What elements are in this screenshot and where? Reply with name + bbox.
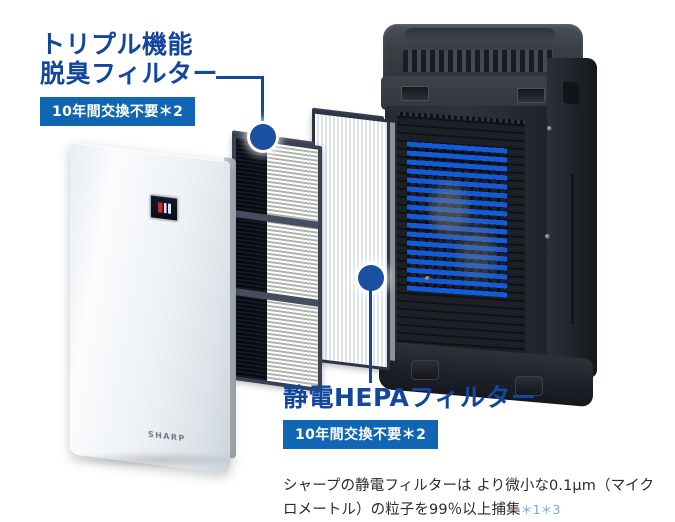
deodorizing-filter-mesh-layer xyxy=(267,142,318,388)
unit-screw xyxy=(547,126,552,131)
unit-top-handle xyxy=(405,28,555,42)
air-purifier-unit xyxy=(375,24,607,408)
unit-side-handle-slot xyxy=(563,80,579,106)
sharp-logo-badge xyxy=(150,194,178,222)
unit-screw xyxy=(425,276,430,281)
callout-title-hepa: 静電HEPAフィルター xyxy=(283,383,537,412)
unit-screw xyxy=(545,234,550,239)
callout-badge: 10年間交換不要＊2 xyxy=(40,97,196,126)
deodorizing-filter-carbon-layer xyxy=(236,138,268,381)
unit-top-vent-grille xyxy=(403,50,553,72)
callout-title-line2: 脱臭フィルター xyxy=(40,59,219,88)
unit-latch-left xyxy=(401,86,429,101)
callout-title-line1: トリプル機能 xyxy=(40,30,194,59)
description-footnote: ＊1＊3 xyxy=(520,502,561,517)
callout-marker-dot-deodorizing xyxy=(250,124,276,150)
unit-blue-honeycomb-core xyxy=(407,140,507,298)
deodorizing-filter-panel xyxy=(232,133,322,393)
product-shadow xyxy=(60,452,250,468)
callout-leader-vertical-hepa xyxy=(369,289,372,383)
description-text: シャープの静電フィルターは より微小な0.1μm（マイクロメートル）の粒子を99… xyxy=(283,478,655,518)
callout-leader-horizontal xyxy=(216,76,264,79)
callout-marker-dot-hepa xyxy=(358,265,384,291)
unit-caster-right xyxy=(515,376,543,396)
callout-hepa-filter: 静電HEPAフィルター 10年間交換不要＊2 xyxy=(283,383,536,449)
unit-side-seam xyxy=(571,174,574,324)
unit-top-cover xyxy=(383,24,583,84)
callout-deodorizing-filter: トリプル機能 脱臭フィルター 10年間交換不要＊2 xyxy=(40,30,218,126)
callout-leader-vertical xyxy=(261,76,264,135)
front-panel xyxy=(70,142,230,474)
unit-caster-left xyxy=(411,360,439,380)
callout-badge-hepa: 10年間交換不要＊2 xyxy=(283,420,439,449)
unit-latch-right xyxy=(517,88,545,103)
callout-title: トリプル機能 脱臭フィルター xyxy=(40,30,218,88)
hepa-filter-panel xyxy=(312,110,390,371)
